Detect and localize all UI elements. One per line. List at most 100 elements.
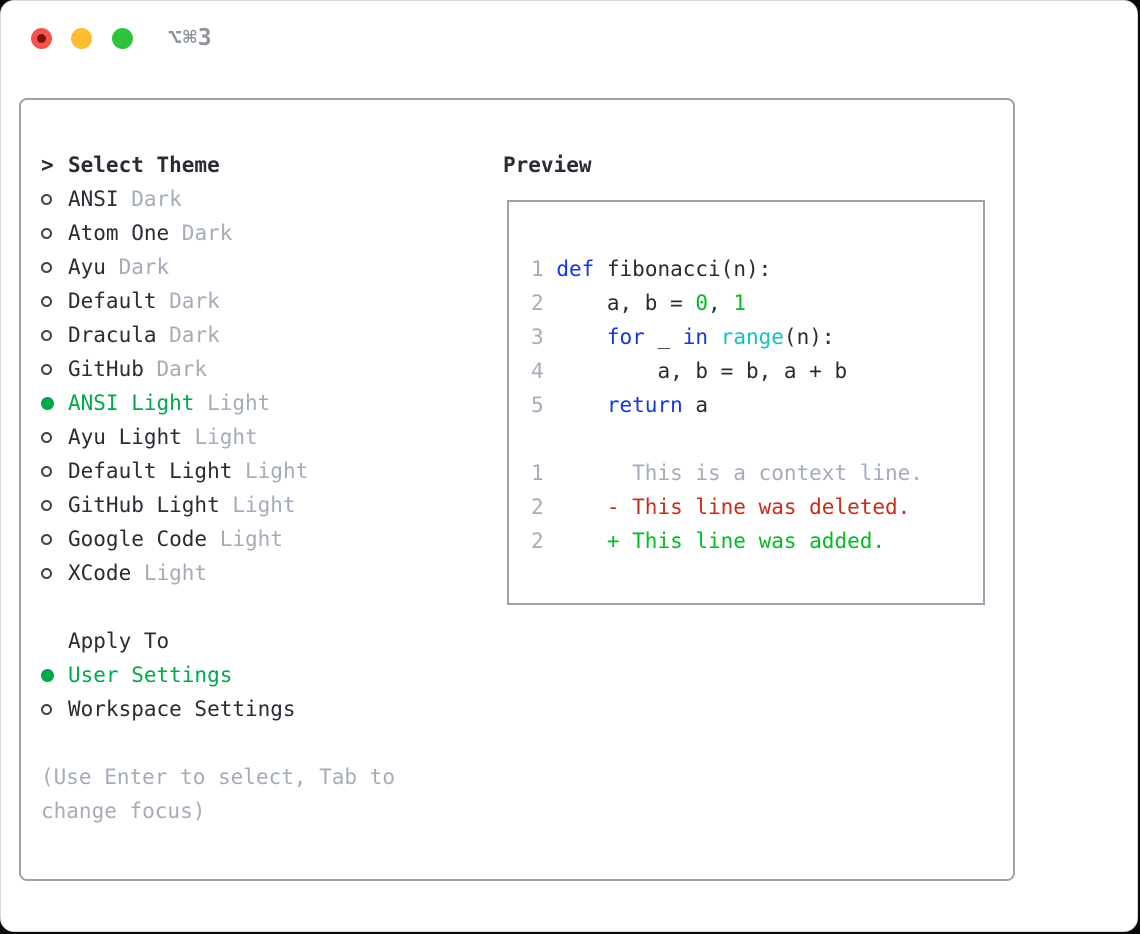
window-title: ⌥⌘3 [168, 25, 213, 51]
theme-option-ayu-light-light[interactable]: Ayu Light Light [41, 420, 491, 454]
theme-name: XCode [68, 561, 132, 585]
theme-option-github-light-light[interactable]: GitHub Light Light [41, 488, 491, 522]
close-dot-icon [37, 34, 46, 43]
selected-radio-icon [41, 668, 68, 682]
theme-option-ansi-dark[interactable]: ANSI Dark [41, 182, 491, 216]
maximize-button[interactable] [112, 28, 133, 49]
theme-name: Ayu Light [68, 425, 182, 449]
minimize-button[interactable] [71, 28, 92, 49]
code-token: return [606, 393, 683, 417]
theme-option-atom-one-dark[interactable]: Atom One Dark [41, 216, 491, 250]
theme-variant: Dark [156, 323, 220, 347]
radio-icon [41, 431, 68, 443]
code-token: + This line was added. [606, 529, 886, 553]
code-token: range [720, 325, 784, 349]
line-number: 4 [531, 359, 544, 383]
radio-icon [41, 193, 68, 205]
code-token [708, 325, 721, 349]
code-line: 1 def fibonacci(n): [531, 252, 983, 286]
theme-option-google-code-light[interactable]: Google Code Light [41, 522, 491, 556]
theme-name: ANSI Light [68, 391, 195, 415]
radio-icon [41, 533, 68, 545]
theme-name: Default [68, 289, 157, 313]
close-button[interactable] [31, 28, 52, 49]
code-line: 2 + This line was added. [531, 524, 983, 558]
theme-variant: Dark [105, 255, 170, 279]
radio-icon [41, 465, 68, 477]
hint-text: (Use Enter to select, Tab to change focu… [41, 765, 396, 823]
radio-icon [41, 227, 68, 239]
code-token: 0 [695, 291, 709, 315]
code-line: 5 return a [531, 388, 983, 422]
code-line: 3 for _ in range(n): [531, 320, 983, 354]
code-token: , [708, 291, 734, 315]
apply-to-title: Apply To [68, 629, 170, 653]
code-token: for [606, 325, 645, 349]
code-token: a [682, 393, 709, 417]
select-theme-header-row: > Select Theme [41, 148, 491, 182]
theme-variant: Light [207, 527, 283, 551]
select-theme-title: Select Theme [68, 153, 220, 177]
code-token [544, 529, 607, 553]
theme-name: Default Light [68, 459, 233, 483]
code-line: 1 This is a context line. [531, 456, 983, 490]
theme-name: GitHub [68, 357, 144, 381]
theme-option-ansi-light-light[interactable]: ANSI Light Light [41, 386, 491, 420]
code-line: 2 - This line was deleted. [531, 490, 983, 524]
line-number: 3 [531, 325, 544, 349]
code-token: a, b = [543, 291, 696, 315]
code-token [544, 325, 607, 349]
theme-name: Ayu [68, 255, 106, 279]
theme-variant: Dark [118, 187, 182, 211]
code-token: This is a context line. [543, 461, 923, 485]
code-line: 2 a, b = 0, 1 [531, 286, 983, 320]
theme-option-github-dark[interactable]: GitHub Dark [41, 352, 491, 386]
theme-variant: Light [219, 493, 296, 517]
theme-variant: Light [194, 391, 271, 415]
theme-variant: Light [232, 459, 309, 483]
theme-option-default-light-light[interactable]: Default Light Light [41, 454, 491, 488]
radio-icon [41, 363, 68, 375]
radio-icon [41, 295, 68, 307]
theme-option-ayu-dark[interactable]: Ayu Dark [41, 250, 491, 284]
code-token [544, 495, 607, 519]
code-token: fibonacci(n): [594, 257, 772, 281]
code-token: (n): [783, 325, 835, 349]
theme-name: GitHub Light [68, 493, 220, 517]
apply-option-label: Workspace Settings [68, 697, 296, 721]
line-number: 2 [531, 529, 544, 553]
apply-to-header-row: Apply To [41, 624, 491, 658]
radio-icon [41, 261, 68, 273]
theme-name: ANSI [68, 187, 119, 211]
line-number: 1 [531, 257, 544, 281]
code-token: 1 [733, 291, 746, 315]
titlebar: ⌥⌘3 [1, 1, 1137, 75]
code-token: in [682, 325, 709, 349]
apply-option-workspace-settings[interactable]: Workspace Settings [41, 692, 491, 726]
radio-icon [41, 703, 68, 715]
theme-variant: Light [131, 561, 208, 585]
theme-option-dracula-dark[interactable]: Dracula Dark [41, 318, 491, 352]
theme-variant: Dark [169, 221, 233, 245]
line-number: 1 [531, 461, 544, 485]
prompt-icon: > [41, 153, 54, 177]
code-token [544, 393, 607, 417]
line-number: 5 [531, 393, 544, 417]
theme-option-default-dark[interactable]: Default Dark [41, 284, 491, 318]
radio-icon [41, 329, 68, 341]
code-line: 4 a, b = b, a + b [531, 354, 983, 388]
selected-radio-icon [41, 396, 68, 410]
preview-title: Preview [503, 153, 592, 177]
radio-icon [41, 567, 68, 579]
preview-pane: Preview 1 def fibonacci(n):2 a, b = 0, 1… [503, 148, 991, 605]
theme-variant: Dark [156, 289, 220, 313]
theme-variant: Light [181, 425, 258, 449]
theme-option-xcode-light[interactable]: XCode Light [41, 556, 491, 590]
apply-option-user-settings[interactable]: User Settings [41, 658, 491, 692]
